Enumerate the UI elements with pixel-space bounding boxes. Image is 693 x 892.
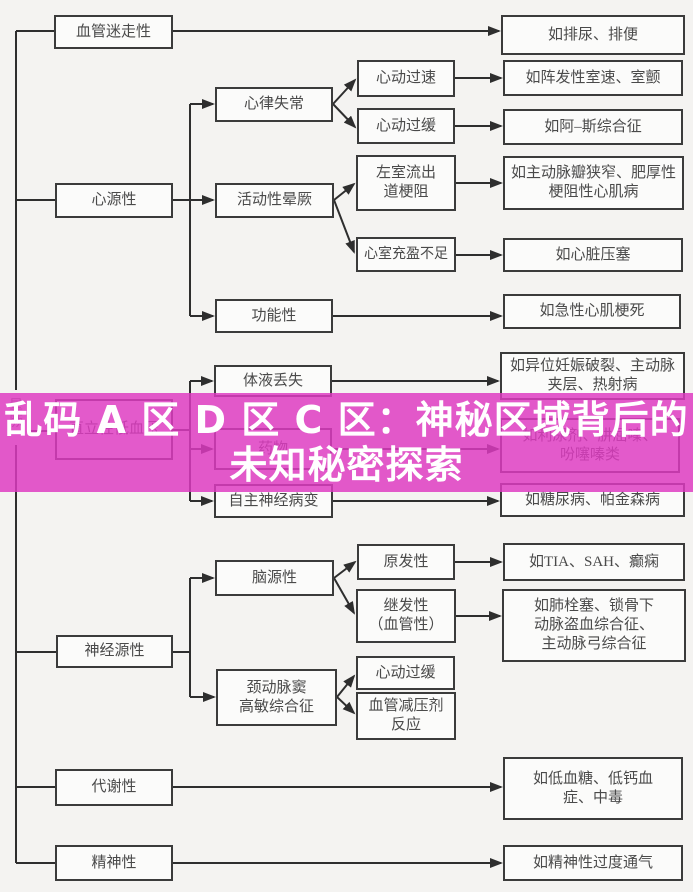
node-lv-outflow: 左室流出 道梗阻 <box>356 155 456 211</box>
node-out-vasovagal: 如排尿、排便 <box>501 15 685 55</box>
overlay-banner-title: 乱码 A 区 D 区 C 区：神秘区域背后的 未知秘密探索 <box>0 393 693 492</box>
node-neurogenic: 神经源性 <box>56 635 173 668</box>
node-vasodepressor: 血管减压剂 反应 <box>356 692 456 740</box>
node-secondary-vascular: 继发性 （血管性） <box>356 589 456 643</box>
node-bradycardia-upper: 心动过缓 <box>357 108 455 144</box>
node-cardiogenic: 心源性 <box>55 183 173 218</box>
node-out-filling: 如心脏压塞 <box>503 238 683 272</box>
node-carotid-sinus: 颈动脉窦 高敏综合征 <box>216 669 337 726</box>
node-metabolic: 代谢性 <box>55 769 173 806</box>
node-out-bradycardia: 如阿–斯综合征 <box>503 109 683 145</box>
node-bradycardia-lower: 心动过缓 <box>356 656 455 690</box>
node-out-functional: 如急性心肌梗死 <box>503 294 681 329</box>
node-out-metabolic: 如低血糖、低钙血 症、中毒 <box>503 757 683 820</box>
banner-title-line2: 未知秘密探索 <box>229 442 464 487</box>
node-out-primary: 如TIA、SAH、癫痫 <box>503 543 685 581</box>
node-tachycardia: 心动过速 <box>357 60 455 97</box>
node-exertional-syncope: 活动性晕厥 <box>215 183 334 218</box>
node-out-secondary: 如肺栓塞、锁骨下 动脉盗血综合征、 主动脉弓综合征 <box>502 589 686 662</box>
node-vasovagal: 血管迷走性 <box>54 15 173 49</box>
banner-title-line1: 乱码 A 区 D 区 C 区：神秘区域背后的 <box>4 397 689 442</box>
node-out-fluid-loss: 如异位妊娠破裂、主动脉 夹层、热射病 <box>500 352 685 400</box>
node-arrhythmia: 心律失常 <box>215 87 333 122</box>
overlay-banner <box>0 393 693 492</box>
node-functional: 功能性 <box>215 299 333 333</box>
node-out-tachycardia: 如阵发性室速、室颤 <box>503 60 683 96</box>
node-primary: 原发性 <box>357 544 455 580</box>
node-cerebrogenic: 脑源性 <box>215 560 334 596</box>
node-out-psychogenic: 如精神性过度通气 <box>503 845 683 881</box>
node-psychogenic: 精神性 <box>55 845 173 881</box>
node-ventricular-filling: 心室充盈不足 <box>356 237 456 272</box>
node-out-lv-outflow: 如主动脉瓣狭窄、肥厚性 梗阻性心肌病 <box>503 156 684 210</box>
